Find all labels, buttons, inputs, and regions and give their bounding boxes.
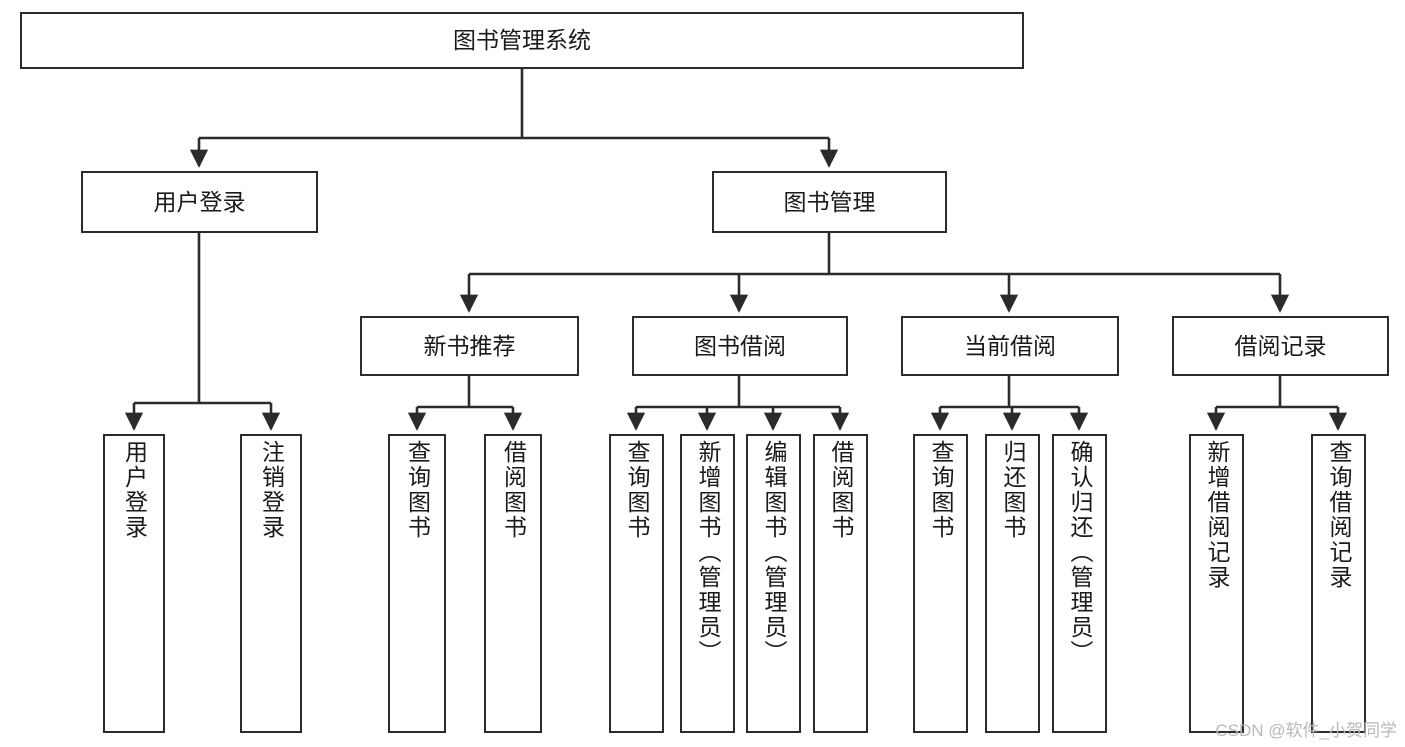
node-leaf-borrow-book-rec-label: 借阅图书 <box>500 440 527 540</box>
node-book-borrow-label: 图书借阅 <box>694 332 786 359</box>
node-leaf-add-borrow-record-label: 新增借阅记录 <box>1204 440 1230 590</box>
node-leaf-add-borrow-record[interactable]: 新增借阅记录 <box>1189 434 1244 733</box>
node-leaf-query-borrow-record-label: 查询借阅记录 <box>1326 440 1352 590</box>
node-book-manage[interactable]: 图书管理 <box>712 171 947 233</box>
node-leaf-user-logout-label: 注销登录 <box>258 440 285 540</box>
node-borrow-record-label: 借阅记录 <box>1234 332 1327 359</box>
node-current-borrow[interactable]: 当前借阅 <box>901 316 1119 376</box>
node-leaf-user-login-label: 用户登录 <box>121 440 148 540</box>
node-leaf-add-book-admin-label: 新增图书（管理员） <box>695 440 721 665</box>
node-leaf-borrow-book[interactable]: 借阅图书 <box>813 434 868 733</box>
node-root-label: 图书管理系统 <box>453 27 591 54</box>
node-leaf-query-book-rec-label: 查询图书 <box>404 440 431 540</box>
node-leaf-add-book-admin[interactable]: 新增图书（管理员） <box>680 434 735 733</box>
node-leaf-query-book-borrow-label: 查询图书 <box>624 440 650 540</box>
node-new-book-recommend-label: 新书推荐 <box>423 332 516 359</box>
node-leaf-user-logout[interactable]: 注销登录 <box>240 434 302 733</box>
node-leaf-confirm-return-admin[interactable]: 确认归还（管理员） <box>1052 434 1107 733</box>
node-leaf-confirm-return-admin-label: 确认归还（管理员） <box>1067 440 1093 665</box>
node-leaf-return-book-label: 归还图书 <box>1000 440 1026 540</box>
node-user-login[interactable]: 用户登录 <box>81 171 318 233</box>
node-leaf-borrow-book-label: 借阅图书 <box>828 440 854 540</box>
node-leaf-user-login[interactable]: 用户登录 <box>103 434 165 733</box>
node-leaf-query-borrow-record[interactable]: 查询借阅记录 <box>1311 434 1366 733</box>
node-leaf-borrow-book-rec[interactable]: 借阅图书 <box>484 434 542 733</box>
node-leaf-query-book-rec[interactable]: 查询图书 <box>388 434 446 733</box>
node-new-book-recommend[interactable]: 新书推荐 <box>360 316 579 376</box>
node-leaf-edit-book-admin-label: 编辑图书（管理员） <box>761 440 787 665</box>
node-leaf-query-book-current-label: 查询图书 <box>928 440 954 540</box>
node-book-manage-label: 图书管理 <box>783 188 876 215</box>
node-user-login-label: 用户登录 <box>153 188 246 215</box>
node-root[interactable]: 图书管理系统 <box>20 12 1024 69</box>
node-leaf-query-book-current[interactable]: 查询图书 <box>913 434 968 733</box>
node-leaf-query-book-borrow[interactable]: 查询图书 <box>609 434 664 733</box>
node-book-borrow[interactable]: 图书借阅 <box>632 316 848 376</box>
watermark: CSDN @软件_小贺同学 <box>1215 721 1397 740</box>
node-borrow-record[interactable]: 借阅记录 <box>1172 316 1389 376</box>
node-current-borrow-label: 当前借阅 <box>964 332 1056 359</box>
node-leaf-edit-book-admin[interactable]: 编辑图书（管理员） <box>746 434 801 733</box>
node-leaf-return-book[interactable]: 归还图书 <box>985 434 1040 733</box>
